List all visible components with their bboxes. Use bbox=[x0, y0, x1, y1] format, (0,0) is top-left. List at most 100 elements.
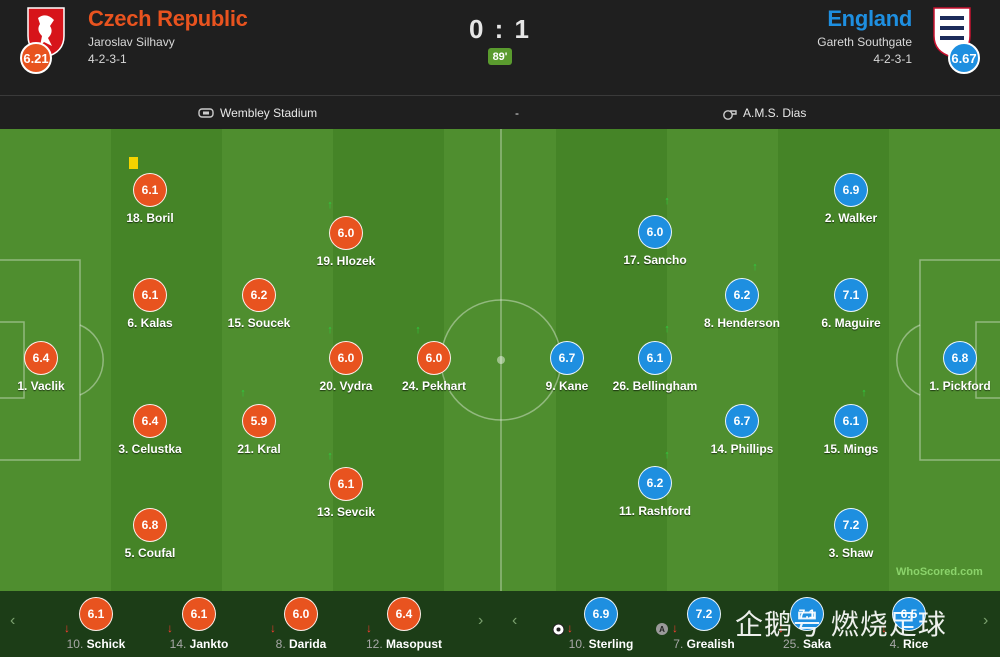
match-info-bar: Wembley Stadium - A.M.S. Dias bbox=[0, 95, 1000, 130]
bench-next-arrow-icon[interactable]: › bbox=[983, 612, 989, 629]
bench-name: 14. Jankto bbox=[170, 637, 229, 651]
goal-ball-icon bbox=[552, 623, 565, 636]
sub-in-arrow-icon: ↑ bbox=[415, 324, 421, 336]
sub-out-arrow-icon: ↓ bbox=[567, 621, 573, 635]
sub-in-arrow-icon: ↑ bbox=[240, 387, 246, 399]
yellow-card-icon bbox=[129, 157, 138, 169]
away-team-name[interactable]: England bbox=[827, 6, 912, 31]
player-vaclik[interactable]: 6.4 1. Vaclik bbox=[0, 341, 101, 393]
player-name: 17. Sancho bbox=[623, 253, 687, 267]
bench-next-arrow-icon[interactable]: › bbox=[478, 612, 484, 629]
referee-info: A.M.S. Dias bbox=[722, 106, 806, 120]
stadium-icon bbox=[198, 108, 214, 118]
player-rating: 7.1 bbox=[834, 278, 868, 312]
sub-in-arrow-icon: ↑ bbox=[664, 195, 670, 207]
bench-rating: 6.4 bbox=[387, 597, 421, 631]
bench-name: 7. Grealish bbox=[673, 637, 734, 651]
sub-in-arrow-icon: ↑ bbox=[327, 324, 333, 336]
player-name: 1. Vaclik bbox=[17, 379, 65, 393]
away-formation: 4-2-3-1 bbox=[873, 52, 912, 66]
player-rating: 6.2 bbox=[725, 278, 759, 312]
match-minute-badge: 89' bbox=[488, 48, 512, 65]
match-header: 6.21 Czech Republic Jaroslav Silhavy 4-2… bbox=[0, 0, 1000, 95]
bench-player-name: Masopust bbox=[386, 637, 443, 651]
player-rating: 6.4 bbox=[24, 341, 58, 375]
info-separator: - bbox=[515, 106, 519, 120]
bench-prev-arrow-icon[interactable]: ‹ bbox=[10, 612, 16, 629]
player-rating: 6.8 bbox=[943, 341, 977, 375]
whoscored-logo[interactable]: WhoScored.com bbox=[896, 566, 983, 578]
home-team-name[interactable]: Czech Republic bbox=[88, 6, 248, 31]
player-name: 20. Vydra bbox=[319, 379, 373, 393]
player-name: 2. Walker bbox=[824, 211, 878, 225]
player-soucek[interactable]: 6.2 15. Soucek bbox=[199, 278, 319, 330]
watermark: 企鹅号 燃烧足球 bbox=[735, 609, 947, 640]
player-rating: 6.1 bbox=[133, 278, 167, 312]
player-rating: 6.8 bbox=[133, 508, 167, 542]
sub-out-arrow-icon: ↓ bbox=[881, 621, 887, 635]
referee-name: A.M.S. Dias bbox=[743, 106, 807, 120]
player-name: 14. Phillips bbox=[710, 442, 774, 456]
bench-number: 12. bbox=[365, 637, 383, 651]
away-manager: Gareth Southgate bbox=[817, 35, 912, 49]
bench-number: 25. bbox=[782, 637, 800, 651]
bench-rating: 6.1 bbox=[79, 597, 113, 631]
sub-in-arrow-icon: ↑ bbox=[664, 323, 670, 335]
player-name: 15. Soucek bbox=[227, 316, 291, 330]
sub-out-arrow-icon: ↓ bbox=[366, 621, 372, 635]
bench-player-name: Saka bbox=[803, 637, 832, 651]
sub-out-arrow-icon: ↓ bbox=[167, 621, 173, 635]
bench-number: 7. bbox=[673, 637, 684, 651]
bench-name: 12. Masopust bbox=[366, 637, 442, 651]
player-rating: 6.1 bbox=[329, 467, 363, 501]
bench-prev-arrow-icon[interactable]: ‹ bbox=[512, 612, 518, 629]
player-rating: 6.2 bbox=[242, 278, 276, 312]
player-name: 15. Mings bbox=[823, 442, 879, 456]
player-mings[interactable]: 6.1 15. Mings bbox=[791, 404, 911, 456]
player-vydra[interactable]: 6.0 20. Vydra bbox=[286, 341, 406, 393]
stadium-info: Wembley Stadium bbox=[198, 106, 317, 120]
sub-in-arrow-icon: ↑ bbox=[752, 261, 758, 273]
player-name: 26. Bellingham bbox=[612, 379, 698, 393]
player-rating: 6.1 bbox=[133, 173, 167, 207]
whistle-icon bbox=[723, 109, 737, 120]
player-rating: 7.2 bbox=[834, 508, 868, 542]
bench-player-saka[interactable]: 7.1 25. Saka bbox=[752, 597, 862, 651]
sub-in-arrow-icon: ↑ bbox=[861, 387, 867, 399]
player-name: 3. Celustka bbox=[118, 442, 182, 456]
pitch-stripe bbox=[444, 129, 556, 591]
player-name: 19. Hlozek bbox=[316, 254, 376, 268]
match-score: 0 : 1 bbox=[468, 14, 532, 44]
bench-rating: 7.1 bbox=[790, 597, 824, 631]
player-rating: 6.0 bbox=[329, 341, 363, 375]
player-name: 9. Kane bbox=[545, 379, 589, 393]
bench-name: 10. Sterling bbox=[569, 637, 634, 651]
bench-player-masopust[interactable]: 6.4 12. Masopust bbox=[349, 597, 459, 651]
player-rating: 6.1 bbox=[834, 404, 868, 438]
